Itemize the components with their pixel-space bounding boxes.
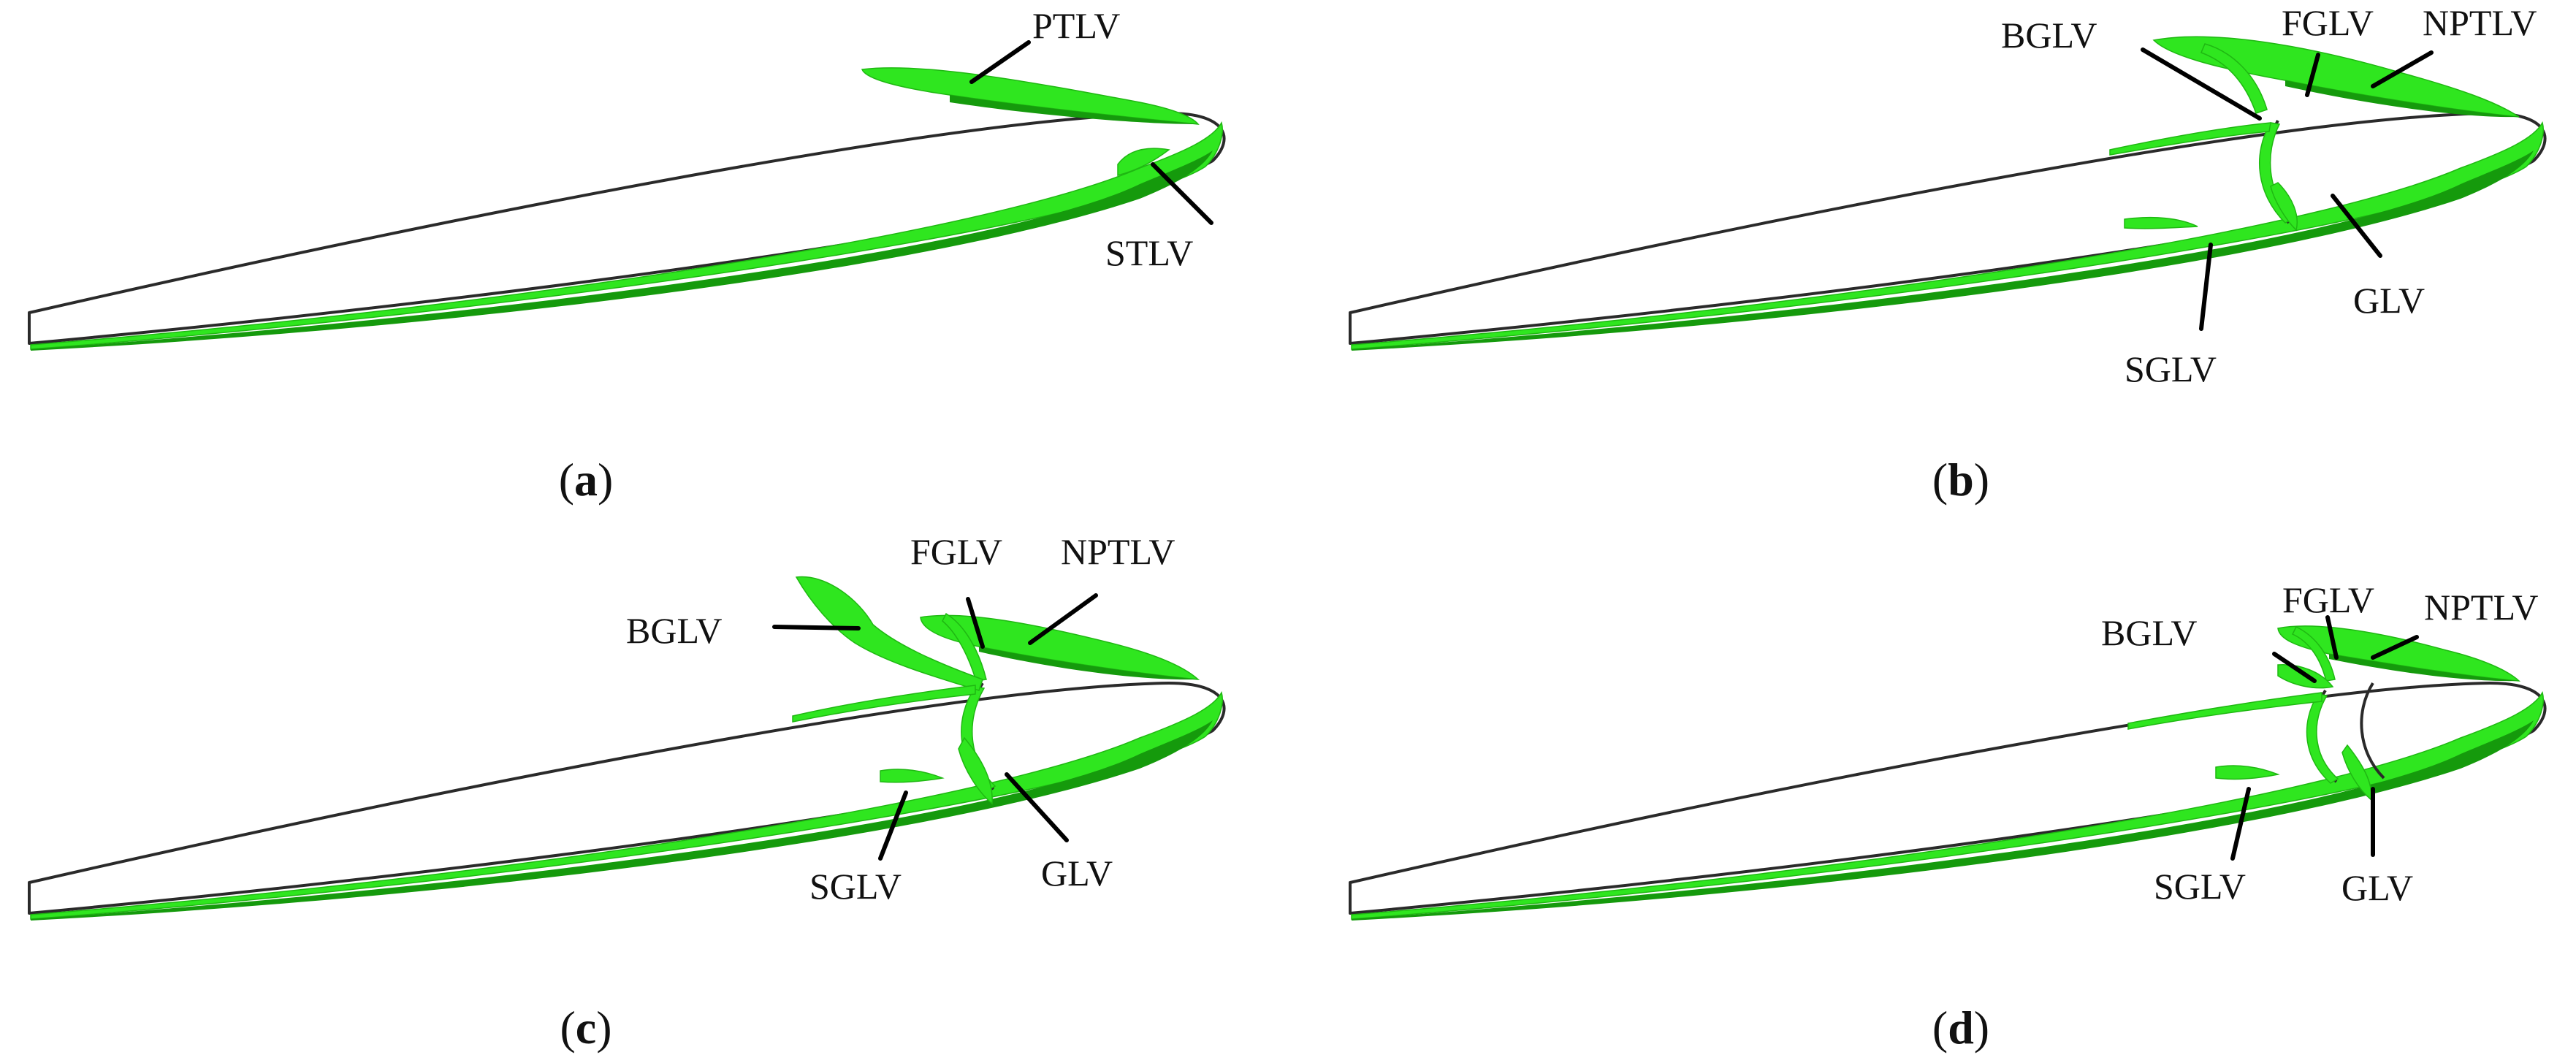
label-sglv: SGLV <box>809 866 902 907</box>
bglv-vortex <box>2109 122 2271 156</box>
leader-bglv <box>2272 652 2317 683</box>
leader-bglv <box>2141 47 2262 121</box>
leader-bglv <box>772 625 861 630</box>
leader-sglv <box>2199 243 2213 331</box>
fglv-vortex <box>2200 43 2268 114</box>
leader-fglv <box>966 597 985 649</box>
label-fglv: FGLV <box>2282 579 2374 620</box>
caption-a: (a) <box>559 454 614 506</box>
label-fglv: FGLV <box>2282 2 2374 43</box>
gap-vortex <box>2306 693 2339 784</box>
gap-edge-2 <box>2360 682 2385 780</box>
panel-c: BGLV FGLV NPTLV GLV SGLV <box>28 531 1226 921</box>
label-nptlv: NPTLV <box>2424 587 2539 628</box>
glv-vortex <box>958 736 993 805</box>
ptlv-vortex <box>861 67 1200 125</box>
leader-glv <box>2331 194 2382 258</box>
leader-sglv <box>2230 787 2251 861</box>
label-stlv: STLV <box>1105 232 1193 273</box>
caption-c-letter: c <box>576 1002 596 1054</box>
caption-b: (b) <box>1932 454 1989 506</box>
leader-nptlv <box>2371 635 2419 660</box>
nptlv-vortex <box>920 614 1200 680</box>
label-nptlv: NPTLV <box>2423 2 2537 43</box>
sglv-vortex-head <box>2124 216 2198 229</box>
caption-d: (d) <box>1932 1002 1989 1054</box>
label-glv: GLV <box>2353 280 2425 321</box>
bglv-streak <box>792 685 976 723</box>
label-bglv: BGLV <box>2101 612 2198 653</box>
leader-nptlv <box>1028 593 1098 645</box>
label-bglv: BGLV <box>626 610 723 651</box>
sglv-vortex-shade <box>31 720 1213 921</box>
stlv-vortex <box>30 122 1223 350</box>
leader-glv <box>1005 772 1069 842</box>
caption-d-letter: d <box>1948 1002 1974 1054</box>
label-glv: GLV <box>2341 867 2413 908</box>
panel-b: BGLV FGLV NPTLV GLV SGLV <box>1349 2 2547 389</box>
label-bglv: BGLV <box>2001 15 2097 56</box>
glv-vortex <box>2270 182 2298 232</box>
leader-ptlv <box>969 40 1031 84</box>
caption-b-letter: b <box>1948 454 1974 506</box>
sglv-vortex-head <box>880 769 945 783</box>
leader-nptlv <box>2371 50 2434 88</box>
panel-a: PTLV STLV <box>28 5 1226 351</box>
label-sglv: SGLV <box>2125 348 2217 389</box>
stlv-vortex-head <box>1117 148 1170 176</box>
stlv-vortex-shade <box>31 151 1213 351</box>
leader-fglv <box>2305 53 2320 97</box>
label-glv: GLV <box>1041 853 1113 894</box>
label-fglv: FGLV <box>910 531 1002 572</box>
bglv-vortex <box>795 576 983 691</box>
sglv-vortex-head <box>2215 765 2280 780</box>
label-nptlv: NPTLV <box>1061 531 1175 572</box>
label-ptlv: PTLV <box>1032 5 1120 46</box>
label-sglv: SGLV <box>2154 866 2246 907</box>
leader-fglv <box>2325 615 2339 660</box>
leader-sglv <box>878 790 908 861</box>
panel-d: BGLV FGLV NPTLV GLV SGLV <box>1349 579 2547 921</box>
caption-c: (c) <box>560 1002 611 1054</box>
blade-outline <box>28 112 1226 345</box>
leader-stlv <box>1151 162 1213 225</box>
caption-a-letter: a <box>574 454 598 506</box>
bglv-streak <box>2127 692 2322 730</box>
